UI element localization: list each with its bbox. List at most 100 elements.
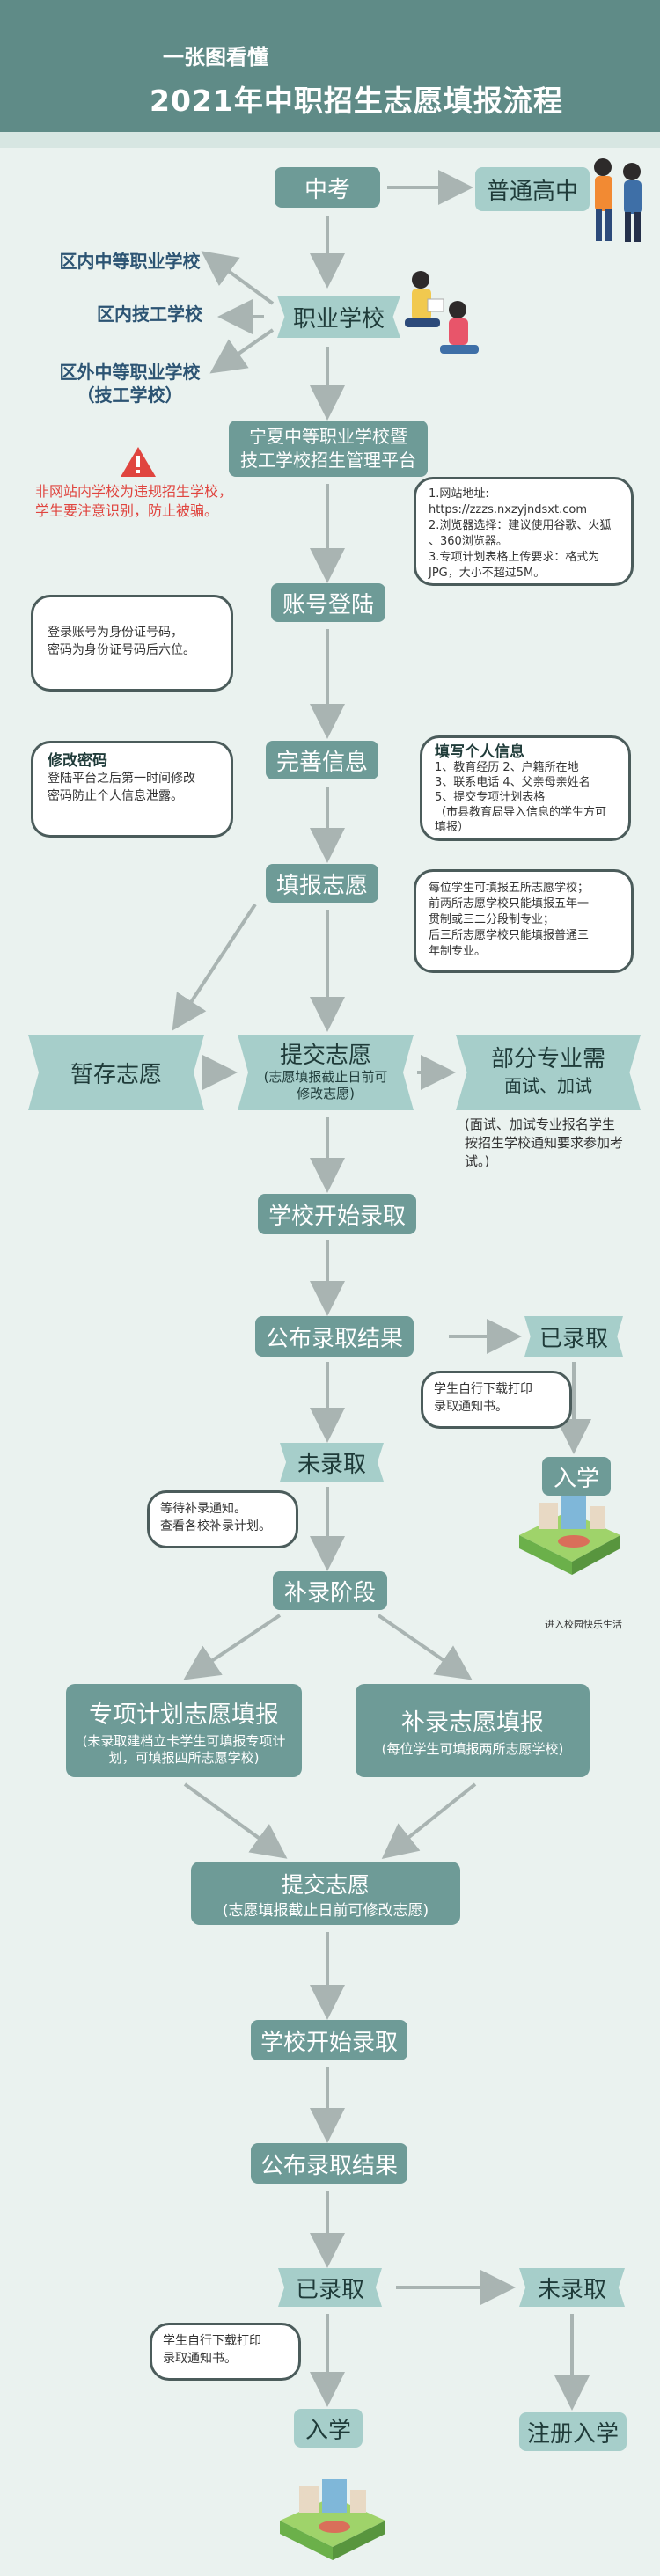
bubble-website-lines: 1.网站地址: https://zzzs.nxzyjndsxt.com 2.浏览器选… bbox=[429, 487, 619, 582]
waiting-line-1: 等待补录通知。 bbox=[160, 1502, 246, 1516]
label-quwai-line1: 区外中等职业学校 bbox=[59, 362, 201, 383]
note-campus: 进入校园快乐生活 bbox=[545, 1619, 622, 1630]
node-ruxue-1: 入学 bbox=[542, 1457, 611, 1496]
password-line-2: 密码防止个人信息泄露。 bbox=[48, 789, 183, 803]
bubble-login: 登录账号为身份证号码，密码为身份证号码后六位。 bbox=[31, 595, 233, 692]
tijiao-zhiyuan-label: 提交志愿 bbox=[279, 1043, 371, 1069]
node-gongbu-jieguo-2: 公布录取结果 bbox=[251, 2143, 407, 2184]
website-line-3: 2.浏览器选择：建议使用谷歌、火狐 bbox=[429, 519, 612, 532]
node-tijiao-zhiyuan: 提交志愿 (志愿填报截止日前可修改志愿) bbox=[238, 1035, 414, 1110]
bubble-download-2: 学生自行下载打印录取通知书。 bbox=[150, 2323, 301, 2381]
download-1-line-2: 录取通知书。 bbox=[434, 1400, 508, 1414]
bubble-download-1: 学生自行下载打印录取通知书。 bbox=[421, 1371, 572, 1429]
warning-line2: 学生要注意识别，防止被骗。 bbox=[35, 502, 219, 519]
node-bulu-tianbao: 补录志愿填报 (每位学生可填报两所志愿学校) bbox=[356, 1684, 590, 1777]
page-title: 2021年中职招生志愿填报流程 bbox=[150, 84, 563, 118]
interview-line-2: 按招生学校通知要求参加考 bbox=[465, 1135, 624, 1151]
header-subtitle: 一张图看懂 bbox=[163, 45, 268, 70]
campus-illustration-bottom bbox=[280, 2479, 385, 2560]
bufen-zhuanye-label: 部分专业需 bbox=[490, 1046, 605, 1072]
node-tijiao-2: 提交志愿 (志愿填报截止日前可修改志愿) bbox=[191, 1862, 460, 1925]
volunteer-line-1: 每位学生可填报五所志愿学校； bbox=[429, 882, 590, 895]
platform-line2: 技工学校招生管理平台 bbox=[240, 450, 416, 471]
header-band bbox=[0, 132, 660, 148]
node-zhanghao-denglu: 账号登陆 bbox=[271, 583, 385, 622]
node-zhuce-ruxue: 注册入学 bbox=[519, 2412, 627, 2451]
volunteer-line-4: 后三所志愿学校只能填报普通三 bbox=[429, 929, 590, 942]
node-yi-luqu-1: 已录取 bbox=[524, 1316, 623, 1357]
platform-line1: 宁夏中等职业学校暨 bbox=[249, 426, 407, 447]
download-1-line-1: 学生自行下载打印 bbox=[434, 1382, 532, 1396]
bufen-zhuanye-label-2: 面试、加试 bbox=[504, 1075, 592, 1096]
website-line-5: 3.专项计划表格上传要求：格式为 bbox=[429, 551, 600, 564]
flow-arrow-21 bbox=[377, 1614, 473, 1680]
flow-arrow-22 bbox=[183, 1782, 288, 1859]
node-bufen-zhuanye: 部分专业需 面试、加试 bbox=[456, 1035, 641, 1110]
reading-students-illustration bbox=[405, 271, 479, 354]
tijiao-2-note: (志愿填报截止日前可修改志愿) bbox=[222, 1901, 429, 1920]
personal-line-2: 3、联系电话 4、父亲母亲姓名 bbox=[435, 776, 590, 789]
personal-line-4: （市县教育局导入信息的学生方可 bbox=[435, 806, 607, 819]
bubble-login-lines: 登录账号为身份证号码，密码为身份证号码后六位。 bbox=[48, 624, 216, 659]
login-line-2: 密码为身份证号码后六位。 bbox=[48, 643, 195, 657]
website-line-2: https://zzzs.nxzyjndsxt.com bbox=[429, 503, 587, 516]
bubble-website: 1.网站地址: https://zzzs.nxzyjndsxt.com 2.浏览器选… bbox=[414, 477, 634, 586]
node-platform: 宁夏中等职业学校暨 技工学校招生管理平台 bbox=[229, 421, 428, 477]
zhuanxiang-note: (未录取建档立卡学生可填报专项计划，可填报四所志愿学校) bbox=[82, 1732, 286, 1766]
node-bulu-jieduan: 补录阶段 bbox=[273, 1571, 387, 1610]
volunteer-line-2: 前两所志愿学校只能填报五年一 bbox=[429, 897, 590, 911]
flow-arrow-20 bbox=[183, 1614, 282, 1680]
bubble-waiting: 等待补录通知。查看各校补录计划。 bbox=[147, 1490, 298, 1548]
students-illustration bbox=[594, 158, 642, 242]
bubble-volunteer-lines: 每位学生可填报五所志愿学校；前两所志愿学校只能填报五年一贯制或三二分段制专业；后… bbox=[429, 881, 619, 960]
bubble-password-title: 修改密码 bbox=[48, 752, 107, 770]
note-interview-lines: (面试、加试专业报名学生按招生学校通知要求参加考试。) bbox=[465, 1116, 641, 1171]
bubble-password: 修改密码 登陆平台之后第一时间修改密码防止个人信息泄露。 bbox=[31, 741, 233, 838]
personal-line-5: 填报） bbox=[435, 821, 470, 834]
node-gongbu-jieguo-1: 公布录取结果 bbox=[255, 1316, 414, 1357]
label-quwai-line2: （技工学校） bbox=[77, 384, 183, 406]
download-2-line-2: 录取通知书。 bbox=[163, 2352, 237, 2366]
website-line-1: 1.网站地址: bbox=[429, 487, 489, 501]
bubble-password-lines: 登陆平台之后第一时间修改密码防止个人信息泄露。 bbox=[48, 770, 216, 805]
zhuanxiang-title: 专项计划志愿填报 bbox=[89, 1701, 279, 1729]
flow-arrow-11 bbox=[172, 903, 257, 1031]
bubble-download-2-lines: 学生自行下载打印录取通知书。 bbox=[163, 2332, 288, 2367]
header-banner bbox=[0, 0, 660, 141]
warning-line1: 非网站内学校为违规招生学校， bbox=[35, 483, 233, 500]
password-line-1: 登陆平台之后第一时间修改 bbox=[48, 772, 195, 786]
bubble-waiting-lines: 等待补录通知。查看各校补录计划。 bbox=[160, 1500, 285, 1535]
node-wanshan-xinxi: 完善信息 bbox=[266, 741, 378, 779]
node-zancun-zhiyuan: 暂存志愿 bbox=[28, 1035, 204, 1110]
node-zhuanxiang: 专项计划志愿填报 (未录取建档立卡学生可填报专项计划，可填报四所志愿学校) bbox=[66, 1684, 302, 1777]
flow-arrow-23 bbox=[381, 1782, 477, 1859]
node-wei-luqu-2: 未录取 bbox=[519, 2268, 625, 2307]
label-qunei-zhiye: 区内中等职业学校 bbox=[59, 251, 201, 272]
warning-text: 非网站内学校为违规招生学校， 学生要注意识别，防止被骗。 bbox=[35, 482, 264, 521]
label-qunei-jigong: 区内技工学校 bbox=[97, 304, 202, 325]
website-line-4: 、360浏览器。 bbox=[429, 535, 508, 548]
node-wei-luqu-1: 未录取 bbox=[280, 1443, 384, 1482]
node-putong-gaozhong: 普通高中 bbox=[475, 167, 590, 211]
tijiao-zhiyuan-note: (志愿填报截止日前可修改志愿) bbox=[263, 1069, 388, 1101]
bubble-download-1-lines: 学生自行下载打印录取通知书。 bbox=[434, 1380, 559, 1416]
bubble-personal-title: 填写个人信息 bbox=[435, 743, 524, 761]
volunteer-line-5: 年制专业。 bbox=[429, 945, 487, 958]
campus-illustration bbox=[519, 1496, 620, 1575]
bubble-volunteer: 每位学生可填报五所志愿学校；前两所志愿学校只能填报五年一贯制或三二分段制专业；后… bbox=[414, 869, 634, 973]
bulu-title: 补录志愿填报 bbox=[401, 1709, 544, 1737]
interview-line-3: 试。) bbox=[465, 1153, 490, 1169]
flow-arrow-3 bbox=[201, 251, 275, 305]
node-zhiye-xuexiao: 职业学校 bbox=[277, 296, 400, 338]
interview-line-1: (面试、加试专业报名学生 bbox=[465, 1116, 615, 1132]
personal-line-3: 5、提交专项计划表格 bbox=[435, 791, 546, 804]
note-interview: (面试、加试专业报名学生按招生学校通知要求参加考试。) bbox=[465, 1116, 641, 1171]
node-zhongkao: 中考 bbox=[275, 167, 380, 208]
label-quwai: 区外中等职业学校 （技工学校） bbox=[48, 361, 211, 406]
node-tianbao-zhiyuan: 填报志愿 bbox=[266, 864, 378, 903]
download-2-line-1: 学生自行下载打印 bbox=[163, 2334, 261, 2348]
node-kaishi-luqu-2: 学校开始录取 bbox=[251, 2020, 407, 2060]
flow-arrow-5 bbox=[209, 328, 275, 374]
node-kaishi-luqu-1: 学校开始录取 bbox=[258, 1194, 416, 1234]
